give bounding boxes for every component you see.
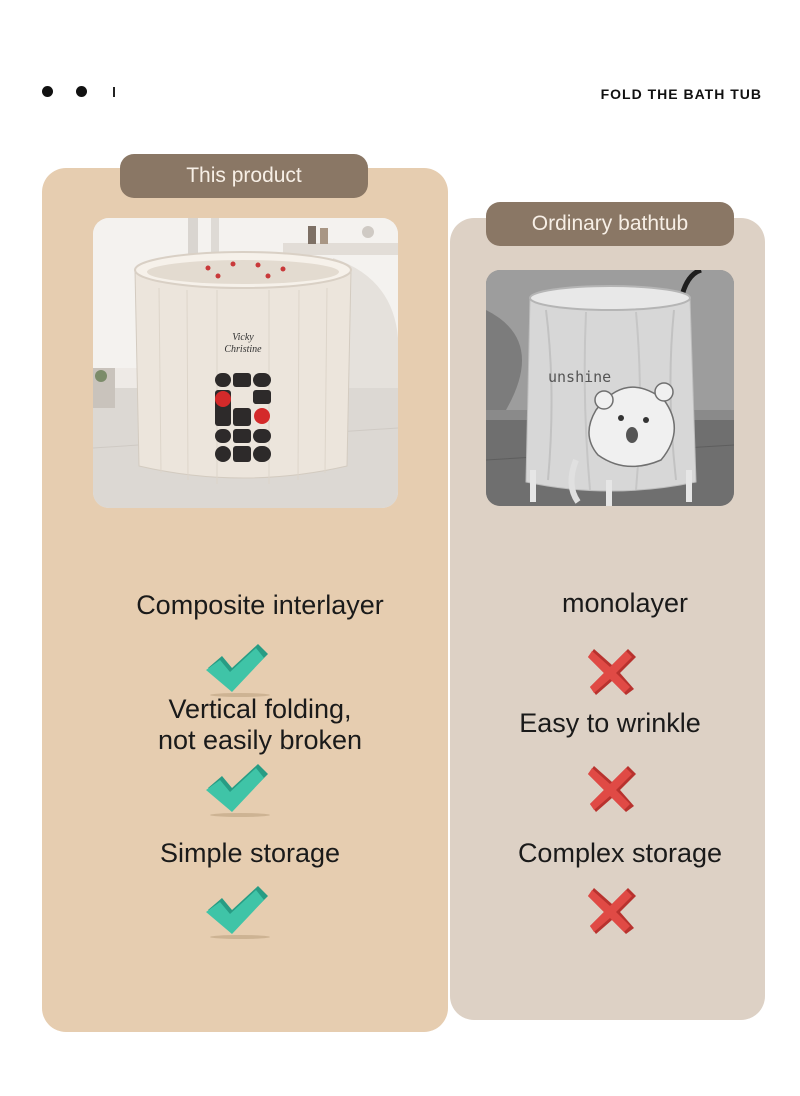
feature-easy-to-wrinkle: Easy to wrinkle bbox=[519, 708, 701, 738]
feature-complex-storage: Complex storage bbox=[517, 838, 723, 868]
feature-monolayer: monolayer bbox=[561, 588, 689, 618]
this-product-label: This product bbox=[120, 154, 368, 198]
feature-composite-interlayer: Composite interlayer bbox=[136, 590, 384, 620]
check-icon bbox=[206, 764, 270, 817]
indicator-dot bbox=[42, 86, 53, 97]
check-icon bbox=[206, 644, 270, 697]
indicator-bar bbox=[113, 86, 115, 97]
feature-vertical-folding: Vertical folding, not easily broken bbox=[157, 694, 363, 755]
ordinary-bathtub-label: Ordinary bathtub bbox=[486, 202, 734, 246]
page-title: FOLD THE BATH TUB bbox=[600, 86, 762, 102]
cross-icon bbox=[588, 766, 636, 812]
print-text: unshine bbox=[548, 368, 611, 386]
check-icon bbox=[206, 886, 270, 939]
brand-line-2: Christine bbox=[224, 344, 262, 355]
page-indicator bbox=[42, 86, 115, 97]
brand-line-1: Vicky bbox=[232, 332, 254, 343]
indicator-dot bbox=[76, 86, 87, 97]
product-photo: Vicky Christine bbox=[93, 218, 398, 508]
feature-simple-storage: Simple storage bbox=[159, 838, 341, 868]
ordinary-bathtub-photo: unshine bbox=[486, 270, 734, 506]
cross-icon bbox=[588, 888, 636, 934]
cross-icon bbox=[588, 649, 636, 695]
